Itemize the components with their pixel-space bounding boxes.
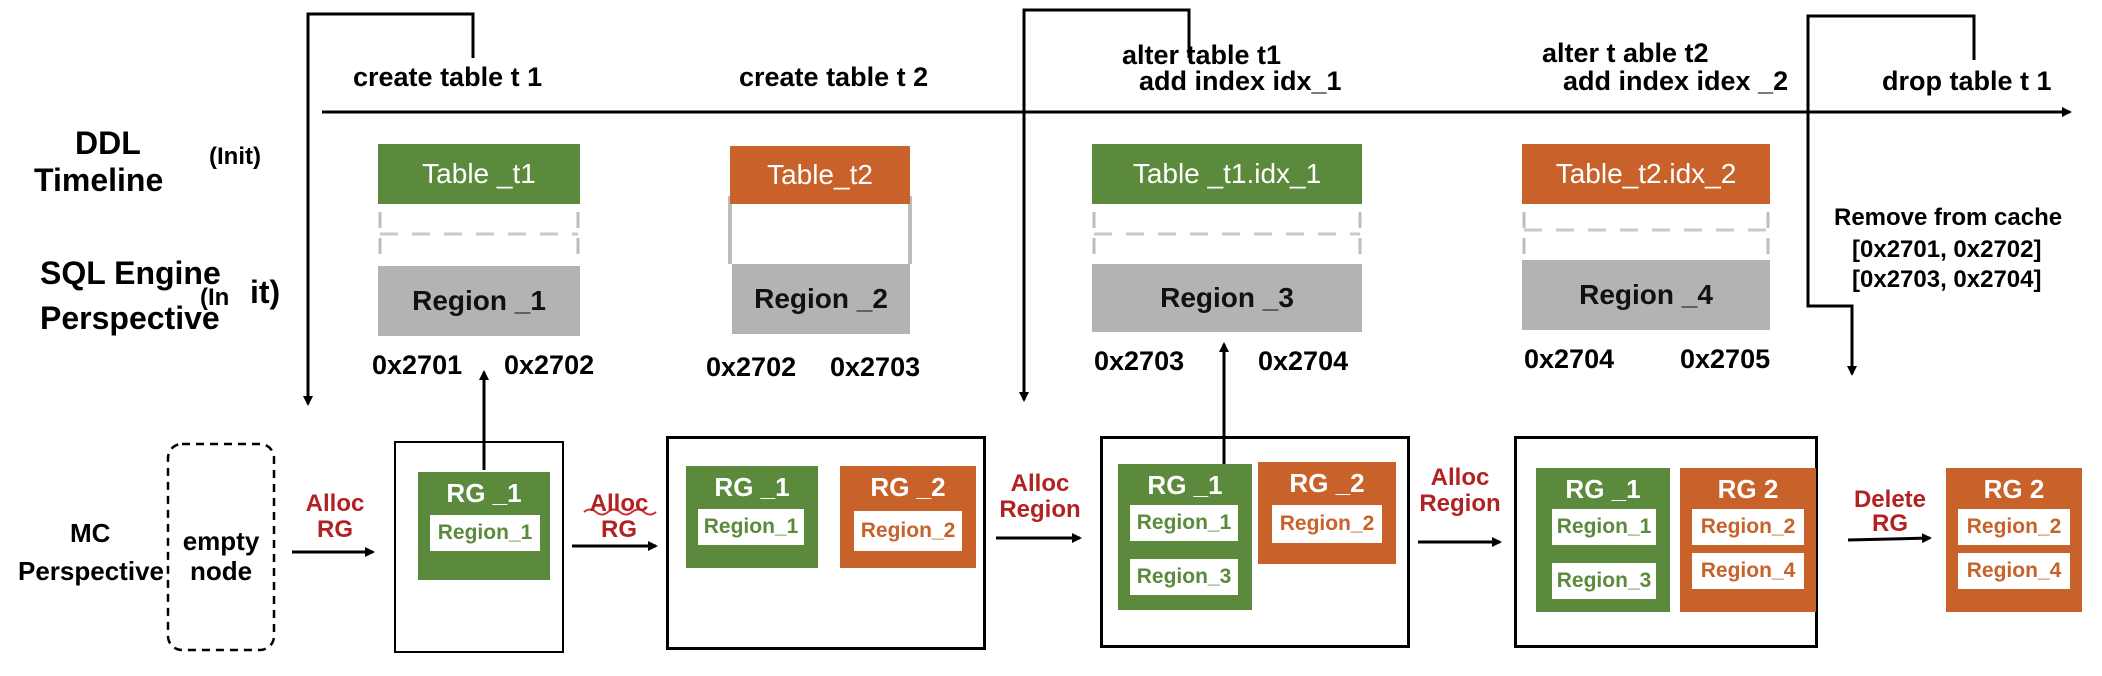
rg2-region2: Region_2 [854, 511, 962, 551]
action-alloc-region-4-a: Alloc [1430, 464, 1490, 491]
region-4-block: Region _4 [1522, 260, 1770, 330]
ddl-event-5: drop table t 1 [1882, 66, 2052, 96]
delete-arrow [1847, 533, 1932, 544]
sql-engine-label: SQL Engine [40, 255, 221, 291]
rg1-title: RG _1 [446, 478, 522, 508]
mc-stage-2-frame [666, 436, 986, 650]
cache-range-2: [0x2703, 0x2704] [1852, 266, 2042, 293]
action-alloc-region-3-a: Alloc [1010, 470, 1070, 497]
mc-stage-4-frame [1514, 436, 1818, 648]
rg2-title: RG 2 [1983, 474, 2045, 504]
addr-4-right: 0x2705 [1680, 344, 1771, 374]
addr-2-right: 0x2703 [830, 352, 921, 382]
event5-bracket [1806, 14, 1976, 376]
action-alloc-region-4-b: Region [1419, 490, 1501, 517]
empty-node-box [166, 442, 276, 652]
init-label-2a: (In [200, 284, 230, 311]
rg2-title: RG _2 [1289, 468, 1365, 498]
ddl-event-3-line1: alter table t1 [1122, 40, 1282, 70]
ddl-event-4-line2: add index idex _2 [1563, 66, 1789, 96]
rg2-region2: Region_2 [1958, 509, 2070, 545]
mc-stage-5-rg2: RG 2 Region_2 Region_4 [1946, 468, 2082, 612]
mc-stage-3-frame [1100, 436, 1410, 648]
rg2-title: RG 2 [1717, 474, 1779, 504]
region-2-block: Region _2 [732, 264, 910, 334]
mc-label: MC [70, 518, 111, 548]
rg1-region3: Region_3 [1130, 559, 1238, 595]
rg1-title: RG _1 [1565, 474, 1641, 504]
cache-range-1: [0x2701, 0x2702] [1852, 236, 2042, 263]
region-3-block: Region _3 [1092, 264, 1362, 332]
ddl-label: DDL [75, 125, 141, 161]
ddl-event-4-line1: alter t able t2 [1542, 38, 1709, 68]
mc-stage-4-rg2: RG 2 Region_2 Region_4 [1680, 468, 1816, 612]
table-t1-idx1-header: Table _t1.idx_1 [1092, 144, 1362, 204]
action-alloc-rg-2-a: Alloc [589, 490, 649, 517]
action-delete-rg-b: RG [1872, 510, 1908, 537]
mc-stage-4-rg1: RG _1 Region_1 Region_3 [1536, 468, 1670, 612]
ddl-event-2: create table t 2 [739, 62, 929, 92]
table-t1-header: Table _t1 [378, 144, 580, 204]
addr-3-right: 0x2704 [1258, 346, 1349, 376]
ddl-event-3-line2: add index idx_1 [1139, 66, 1342, 96]
action-alloc-rg-1-b: RG [317, 516, 353, 543]
addr-1-left: 0x2701 [372, 350, 463, 380]
mc-stage-2-rg1: RG _1 Region_1 [686, 466, 818, 568]
addr-3-left: 0x2703 [1094, 346, 1185, 376]
addr-2-left: 0x2702 [706, 352, 797, 382]
rg2-region4: Region_4 [1958, 553, 2070, 589]
rg1-region3: Region_3 [1552, 563, 1656, 599]
perspective-label: Perspective [40, 300, 220, 336]
rg2-region2: Region_2 [1272, 505, 1382, 543]
rg1-title: RG _1 [714, 472, 790, 502]
ddl-event-1: create table t 1 [353, 62, 543, 92]
timeline-label: Timeline [34, 162, 164, 198]
rg1-title: RG _1 [1147, 470, 1223, 500]
mc-stage-2-rg2: RG _2 Region_2 [840, 466, 976, 568]
rg2-region2: Region_2 [1692, 509, 1804, 545]
addr-4-left: 0x2704 [1524, 344, 1615, 374]
rg1-region1: Region_1 [1552, 509, 1656, 545]
mc-stage-1-frame [394, 441, 564, 653]
init-label-2b: it) [250, 274, 281, 310]
action-delete-rg-a: Delete [1853, 486, 1927, 513]
table-t2-header: Table_t2 [730, 146, 910, 204]
action-alloc-region-3-b: Region [999, 496, 1081, 523]
rg2-region4: Region_4 [1692, 553, 1804, 589]
empty-node-line1: empty [182, 526, 260, 556]
event3-bracket [1019, 8, 1191, 402]
init-label-1: (Init) [209, 143, 261, 170]
mc-stage-3-rg1: RG _1 Region_1 Region_3 [1118, 464, 1252, 610]
mc-perspective-label: Perspective [18, 556, 164, 586]
rg1-region1: Region_1 [1130, 505, 1238, 541]
action-alloc-rg-2-b: RG [601, 516, 637, 543]
mc-stage-1-rg1: RG _1 Region_1 [418, 472, 550, 580]
mc-stage-3-rg2: RG _2 Region_2 [1258, 462, 1396, 564]
table-t2-idx2-header: Table_t2.idx_2 [1522, 144, 1770, 204]
rg1-region1: Region_1 [430, 515, 540, 551]
rg2-title: RG _2 [870, 472, 946, 502]
cache-remove-title: Remove from cache [1834, 204, 2063, 231]
region-1-block: Region _1 [378, 266, 580, 336]
empty-node-line2: node [189, 556, 253, 586]
rg1-region1: Region_1 [698, 509, 804, 545]
addr-1-right: 0x2702 [504, 350, 595, 380]
action-alloc-rg-1-a: Alloc [305, 490, 365, 517]
event1-bracket [303, 12, 475, 406]
